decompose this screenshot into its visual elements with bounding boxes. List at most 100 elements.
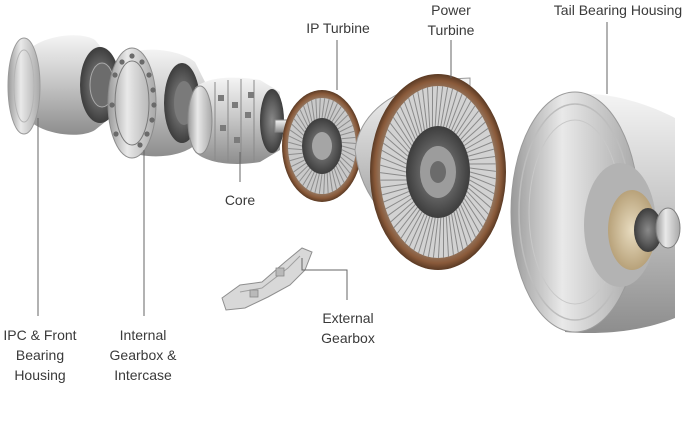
turbine-blade <box>460 115 483 140</box>
turbine-blade <box>296 113 307 130</box>
turbine-blade <box>339 124 353 133</box>
turbine-blade <box>434 85 439 127</box>
turbine-blade <box>389 122 411 150</box>
turbine-blade <box>323 173 326 194</box>
turbine-blade <box>380 183 408 189</box>
turbine-blade <box>390 201 414 223</box>
turbine-blade <box>287 141 303 147</box>
turbine-blade <box>468 183 493 202</box>
turbine-blade <box>333 168 341 187</box>
turbine-blade <box>412 94 423 133</box>
label-line: IPC & Front <box>3 327 77 343</box>
label-line: Power <box>431 2 471 18</box>
ipc-front-bearing-housing <box>7 35 120 135</box>
turbine-blade <box>298 167 311 182</box>
turbine-blade <box>445 90 458 128</box>
label-ip-turbine: IP Turbine <box>306 20 370 36</box>
turbine-blade <box>427 87 431 128</box>
turbine-blade <box>303 105 311 124</box>
turbine-blade <box>335 114 349 127</box>
turbine-blade <box>466 191 489 215</box>
turbine-blade <box>341 152 355 163</box>
turbine-blade <box>293 118 306 133</box>
turbine-blade <box>341 136 356 140</box>
turbine-blade <box>383 142 408 161</box>
turbine-blade <box>465 194 487 222</box>
turbine-blade <box>289 129 303 140</box>
turbine-blade <box>437 86 444 127</box>
turbine-blade <box>465 134 491 150</box>
leader-line-external-gearbox <box>301 258 348 300</box>
turbine-blade <box>310 172 318 192</box>
label-ipc-front-bearing-housing: IPC & Front Bearing Housing <box>0 325 80 385</box>
turbine-blade <box>340 130 355 136</box>
turbine-blade <box>295 165 309 178</box>
label-line: Bearing <box>15 347 65 363</box>
label-core: Core <box>224 192 256 208</box>
label-line: Internal <box>119 327 167 343</box>
turbine-blade <box>443 88 454 127</box>
turbine-blade <box>469 167 497 172</box>
turbine-blade <box>418 216 431 254</box>
turbine-blade <box>289 156 304 162</box>
turbine-blade <box>458 110 480 138</box>
turbine-blade <box>468 155 496 161</box>
label-line: Gearbox <box>321 330 375 346</box>
label-internal-gearbox-intercase: Internal Gearbox & Intercase <box>100 325 186 385</box>
turbine-blade <box>326 173 329 194</box>
turbine-blade <box>404 211 423 244</box>
turbine-blade <box>448 215 454 255</box>
turbine-blade <box>381 187 409 196</box>
turbine-blade <box>453 100 472 133</box>
turbine-blade <box>469 171 496 180</box>
turbine-blade <box>462 201 480 233</box>
turbine-blade <box>458 207 473 243</box>
label-line: Intercase <box>114 367 172 383</box>
turbine-blade <box>451 97 468 131</box>
label-line: External <box>322 310 374 326</box>
label-line: Housing <box>14 367 66 383</box>
turbine-blade <box>293 162 307 173</box>
turbine-blade <box>467 148 495 157</box>
turbine-blade <box>385 194 411 210</box>
ip-turbine <box>282 90 362 202</box>
turbine-blade <box>314 173 320 194</box>
turbine-blade <box>469 179 495 195</box>
turbine-blade <box>413 215 428 251</box>
turbine-blade <box>291 123 304 136</box>
turbine-blade <box>333 110 346 125</box>
turbine-blade <box>338 159 351 174</box>
power-turbine <box>354 74 506 270</box>
turbine-blade <box>455 105 476 135</box>
turbine-blade <box>387 129 410 153</box>
turbine-blade <box>331 170 338 190</box>
turbine-blade <box>417 91 425 131</box>
turbine-blade <box>337 119 351 130</box>
turbine-blade <box>453 211 464 250</box>
core-module <box>187 77 306 164</box>
turbine-blade <box>288 152 303 156</box>
turbine-blade <box>341 141 356 145</box>
tail-bearing-housing <box>510 91 681 334</box>
turbine-blade <box>315 98 318 119</box>
turbine-blade <box>311 100 315 121</box>
turbine-blade <box>288 135 303 143</box>
turbine-blade <box>445 216 449 257</box>
turbine-blade <box>306 102 313 122</box>
turbine-blade <box>396 206 418 234</box>
label-external-gearbox: External Gearbox <box>308 308 388 348</box>
turbine-blade <box>329 103 338 121</box>
turbine-blade <box>463 198 484 228</box>
turbine-blade <box>299 109 309 127</box>
turbine-blade <box>408 213 425 247</box>
turbine-blade <box>379 172 407 177</box>
turbine-blade <box>383 190 410 203</box>
turbine-blade <box>422 217 433 256</box>
turbine-blade <box>326 100 334 120</box>
turbine-blade <box>427 217 436 257</box>
turbine-blade <box>393 204 416 229</box>
label-line: Gearbox & <box>109 347 177 363</box>
turbine-blade <box>451 213 459 253</box>
turbine-blade <box>384 135 409 157</box>
